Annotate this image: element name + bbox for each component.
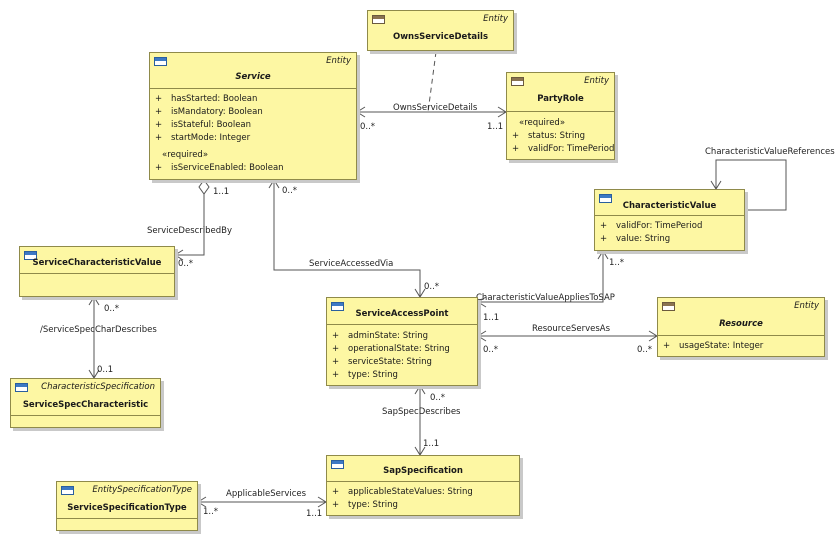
- stereotype: CharacteristicSpecification: [41, 382, 155, 392]
- owns-service-details-class[interactable]: Entity OwnsServiceDetails: [367, 10, 514, 51]
- multiplicity: 0..*: [637, 345, 653, 355]
- multiplicity: 0..*: [360, 122, 376, 132]
- class-name: ServiceCharacteristicValue: [32, 258, 162, 268]
- attribute-row: +isMandatory: Boolean: [155, 107, 263, 117]
- entity-icon: [662, 302, 675, 311]
- class-icon: [331, 302, 344, 311]
- attribute-row: +value: String: [600, 234, 671, 244]
- compartment-divider: [507, 111, 614, 112]
- class-icon: [15, 383, 28, 392]
- multiplicity: 0..*: [178, 259, 194, 269]
- attribute-row: +status: String: [512, 131, 586, 141]
- sap-specification-class[interactable]: SapSpecification +applicableStateValues:…: [326, 455, 520, 516]
- service-spec-characteristic-class[interactable]: CharacteristicSpecification ServiceSpecC…: [10, 378, 161, 428]
- compartment-divider: [595, 215, 744, 216]
- multiplicity: 1..*: [609, 258, 625, 268]
- class-name: Service: [235, 72, 271, 82]
- attribute-row: +hasStarted: Boolean: [155, 94, 258, 104]
- characteristic-value-references-label: CharacteristicValueReferences: [705, 147, 835, 157]
- attribute-row: +isStateful: Boolean: [155, 120, 252, 130]
- class-name: ServiceAccessPoint: [355, 309, 449, 319]
- sap-spec-describes-label: SapSpecDescribes: [382, 407, 461, 417]
- resource-serves-as-label: ResourceServesAs: [532, 324, 611, 334]
- service-spec-char-describes-label: /ServiceSpecCharDescribes: [40, 325, 157, 335]
- class-name: SapSpecification: [383, 466, 463, 476]
- class-icon: [154, 57, 167, 66]
- multiplicity: 0..*: [424, 282, 440, 292]
- multiplicity: 1..1: [423, 439, 440, 449]
- class-icon: [599, 194, 612, 203]
- stereotype: Entity: [794, 301, 819, 311]
- entity-icon: [372, 15, 385, 24]
- compartment-divider: [327, 481, 519, 482]
- class-name: ServiceSpecificationType: [67, 503, 187, 513]
- char-value-applies-to-sap-line: [478, 251, 604, 303]
- stereotype-group: «required»: [162, 150, 209, 160]
- stereotype: Entity: [584, 76, 609, 86]
- characteristic-value-references-line: [715, 159, 787, 211]
- service-access-point-class[interactable]: ServiceAccessPoint +adminState: String +…: [326, 297, 478, 386]
- attribute-row: +applicableStateValues: String: [332, 487, 473, 497]
- compartment-divider: [57, 518, 197, 519]
- multiplicity: 0..*: [430, 393, 446, 403]
- resource-class[interactable]: Entity Resource +usageState: Integer: [657, 297, 825, 357]
- stereotype: Entity: [326, 56, 351, 66]
- attribute-row: +adminState: String: [332, 331, 429, 341]
- attribute-row: +serviceState: String: [332, 357, 432, 367]
- service-specification-type-class[interactable]: EntitySpecificationType ServiceSpecifica…: [56, 481, 198, 531]
- stereotype-group: «required»: [519, 118, 566, 128]
- attribute-row: +type: String: [332, 500, 398, 510]
- class-name: Resource: [719, 319, 763, 329]
- service-described-by-line: [175, 194, 205, 256]
- compartment-divider: [658, 335, 824, 336]
- attribute-row: +validFor: TimePeriod: [512, 144, 615, 154]
- class-icon: [24, 251, 37, 260]
- characteristic-value-class[interactable]: CharacteristicValue +validFor: TimePerio…: [594, 189, 745, 251]
- service-described-by-label: ServiceDescribedBy: [147, 226, 233, 236]
- multiplicity: 0..*: [282, 186, 298, 196]
- class-icon: [61, 486, 74, 495]
- service-accessed-via-label: ServiceAccessedVia: [309, 259, 394, 269]
- entity-icon: [511, 77, 524, 86]
- compartment-divider: [327, 324, 477, 325]
- owns-service-details-class-link: [427, 51, 437, 113]
- multiplicity: 1..1: [213, 187, 230, 197]
- attribute-row: +operationalState: String: [332, 344, 450, 354]
- multiplicity: 1..1: [483, 313, 500, 323]
- service-class[interactable]: Entity Service +hasStarted: Boolean +isM…: [149, 52, 357, 180]
- attribute-row: +isServiceEnabled: Boolean: [155, 163, 284, 173]
- class-name: CharacteristicValue: [622, 201, 717, 211]
- multiplicity: 0..*: [483, 345, 499, 355]
- char-value-applies-to-sap-label: CharacteristicValueAppliesToSAP: [476, 293, 615, 303]
- compartment-divider: [150, 88, 356, 89]
- multiplicity: 1..1: [487, 122, 504, 132]
- service-accessed-via-line: [273, 180, 421, 297]
- multiplicity: 0..1: [97, 365, 114, 375]
- class-name: OwnsServiceDetails: [392, 32, 489, 42]
- multiplicity: 0..*: [104, 304, 120, 314]
- class-icon: [331, 460, 344, 469]
- attribute-row: +startMode: Integer: [155, 133, 251, 143]
- compartment-divider: [11, 415, 160, 416]
- multiplicity: 1..*: [203, 507, 219, 517]
- class-name: PartyRole: [537, 94, 584, 104]
- applicable-services-label: ApplicableServices: [226, 489, 307, 499]
- stereotype: EntitySpecificationType: [92, 485, 192, 495]
- owns-service-details-label: OwnsServiceDetails: [393, 103, 478, 113]
- party-role-class[interactable]: Entity PartyRole «required» +status: Str…: [506, 72, 615, 160]
- attribute-row: +validFor: TimePeriod: [600, 221, 703, 231]
- compartment-divider: [20, 273, 174, 274]
- service-characteristic-value-class[interactable]: ServiceCharacteristicValue: [19, 246, 175, 297]
- attribute-row: +usageState: Integer: [663, 341, 764, 351]
- class-name: ServiceSpecCharacteristic: [22, 400, 149, 410]
- stereotype: Entity: [483, 14, 508, 24]
- multiplicity: 1..1: [306, 509, 323, 519]
- attribute-row: +type: String: [332, 370, 398, 380]
